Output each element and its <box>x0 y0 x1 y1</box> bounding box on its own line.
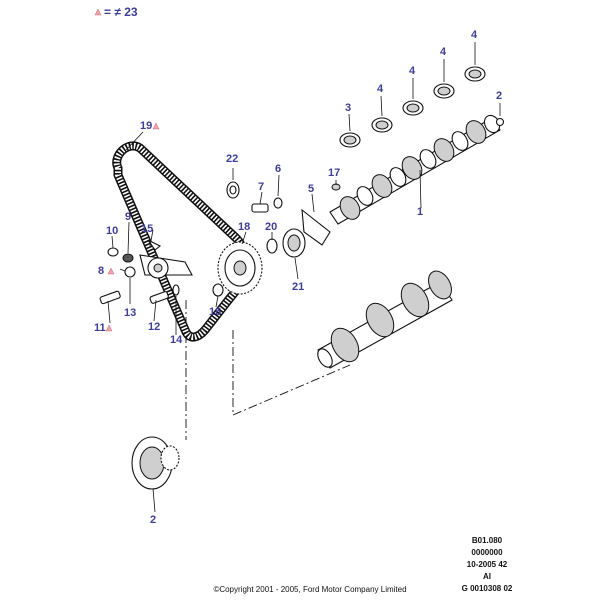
callout-13: 13 <box>124 307 136 319</box>
callout-6: 6 <box>275 163 281 175</box>
callout-15: 15 <box>141 223 153 235</box>
callout-16: 16 <box>209 306 221 318</box>
callout-14: 14 <box>170 334 183 346</box>
callout-10: 10 <box>106 225 118 237</box>
legend: = ≠ 23 <box>94 5 138 19</box>
marker-8-triangle-icon <box>107 267 115 275</box>
belt-tensioner <box>107 239 193 279</box>
marker-19-triangle-icon <box>152 122 160 130</box>
callout-2-bottom: 2 <box>150 514 156 526</box>
legend-text: = ≠ 23 <box>104 5 138 19</box>
callout-4-b: 4 <box>409 65 416 77</box>
callout-11: 11 <box>94 322 106 334</box>
callout-19: 19 <box>140 120 152 132</box>
callout-22: 22 <box>226 153 238 165</box>
callout-1: 1 <box>417 206 423 218</box>
seals-and-washers <box>266 183 341 258</box>
callouts: 1 2 2 3 4 4 4 4 4 5 6 7 8 9 10 11 12 13 … <box>94 29 502 526</box>
callout-12: 12 <box>148 321 160 333</box>
callout-17: 17 <box>328 167 340 179</box>
callout-9: 9 <box>125 211 131 223</box>
legend-triangle-icon <box>94 8 102 16</box>
copyright-notice: ©Copyright 2001 - 2005, Ford Motor Compa… <box>213 585 406 594</box>
marker-11-triangle-icon <box>105 324 113 332</box>
callout-2-top: 2 <box>496 90 502 102</box>
change-markers <box>105 122 160 332</box>
reference-line-5: G 0010308 02 <box>462 584 513 593</box>
crankshaft-pulley <box>131 436 180 490</box>
callout-5: 5 <box>308 183 314 195</box>
callout-20: 20 <box>265 221 277 233</box>
callout-3: 3 <box>345 102 351 114</box>
reference-line-2: 0000000 <box>471 548 503 557</box>
reference-block: B01.080 0000000 10-2005 42 AI G 0010308 … <box>462 536 513 593</box>
bolts <box>99 283 224 305</box>
callout-18: 18 <box>238 221 250 233</box>
alignment-lines <box>185 300 351 440</box>
reference-line-1: B01.080 <box>472 536 503 545</box>
leader-lines <box>107 42 501 513</box>
crankshaft <box>317 270 453 369</box>
small-fasteners-top <box>226 181 283 213</box>
camshaft-pulley <box>217 241 263 295</box>
reference-line-4: AI <box>483 572 491 581</box>
callout-21: 21 <box>292 281 304 293</box>
camshaft <box>329 114 501 225</box>
reference-line-3: 10-2005 42 <box>467 560 508 569</box>
callout-4-d: 4 <box>471 29 478 41</box>
bearing-caps <box>339 66 505 148</box>
callout-7: 7 <box>258 181 264 193</box>
callout-4-a: 4 <box>377 83 384 95</box>
callout-4-c: 4 <box>440 46 447 58</box>
callout-8: 8 <box>98 265 104 277</box>
